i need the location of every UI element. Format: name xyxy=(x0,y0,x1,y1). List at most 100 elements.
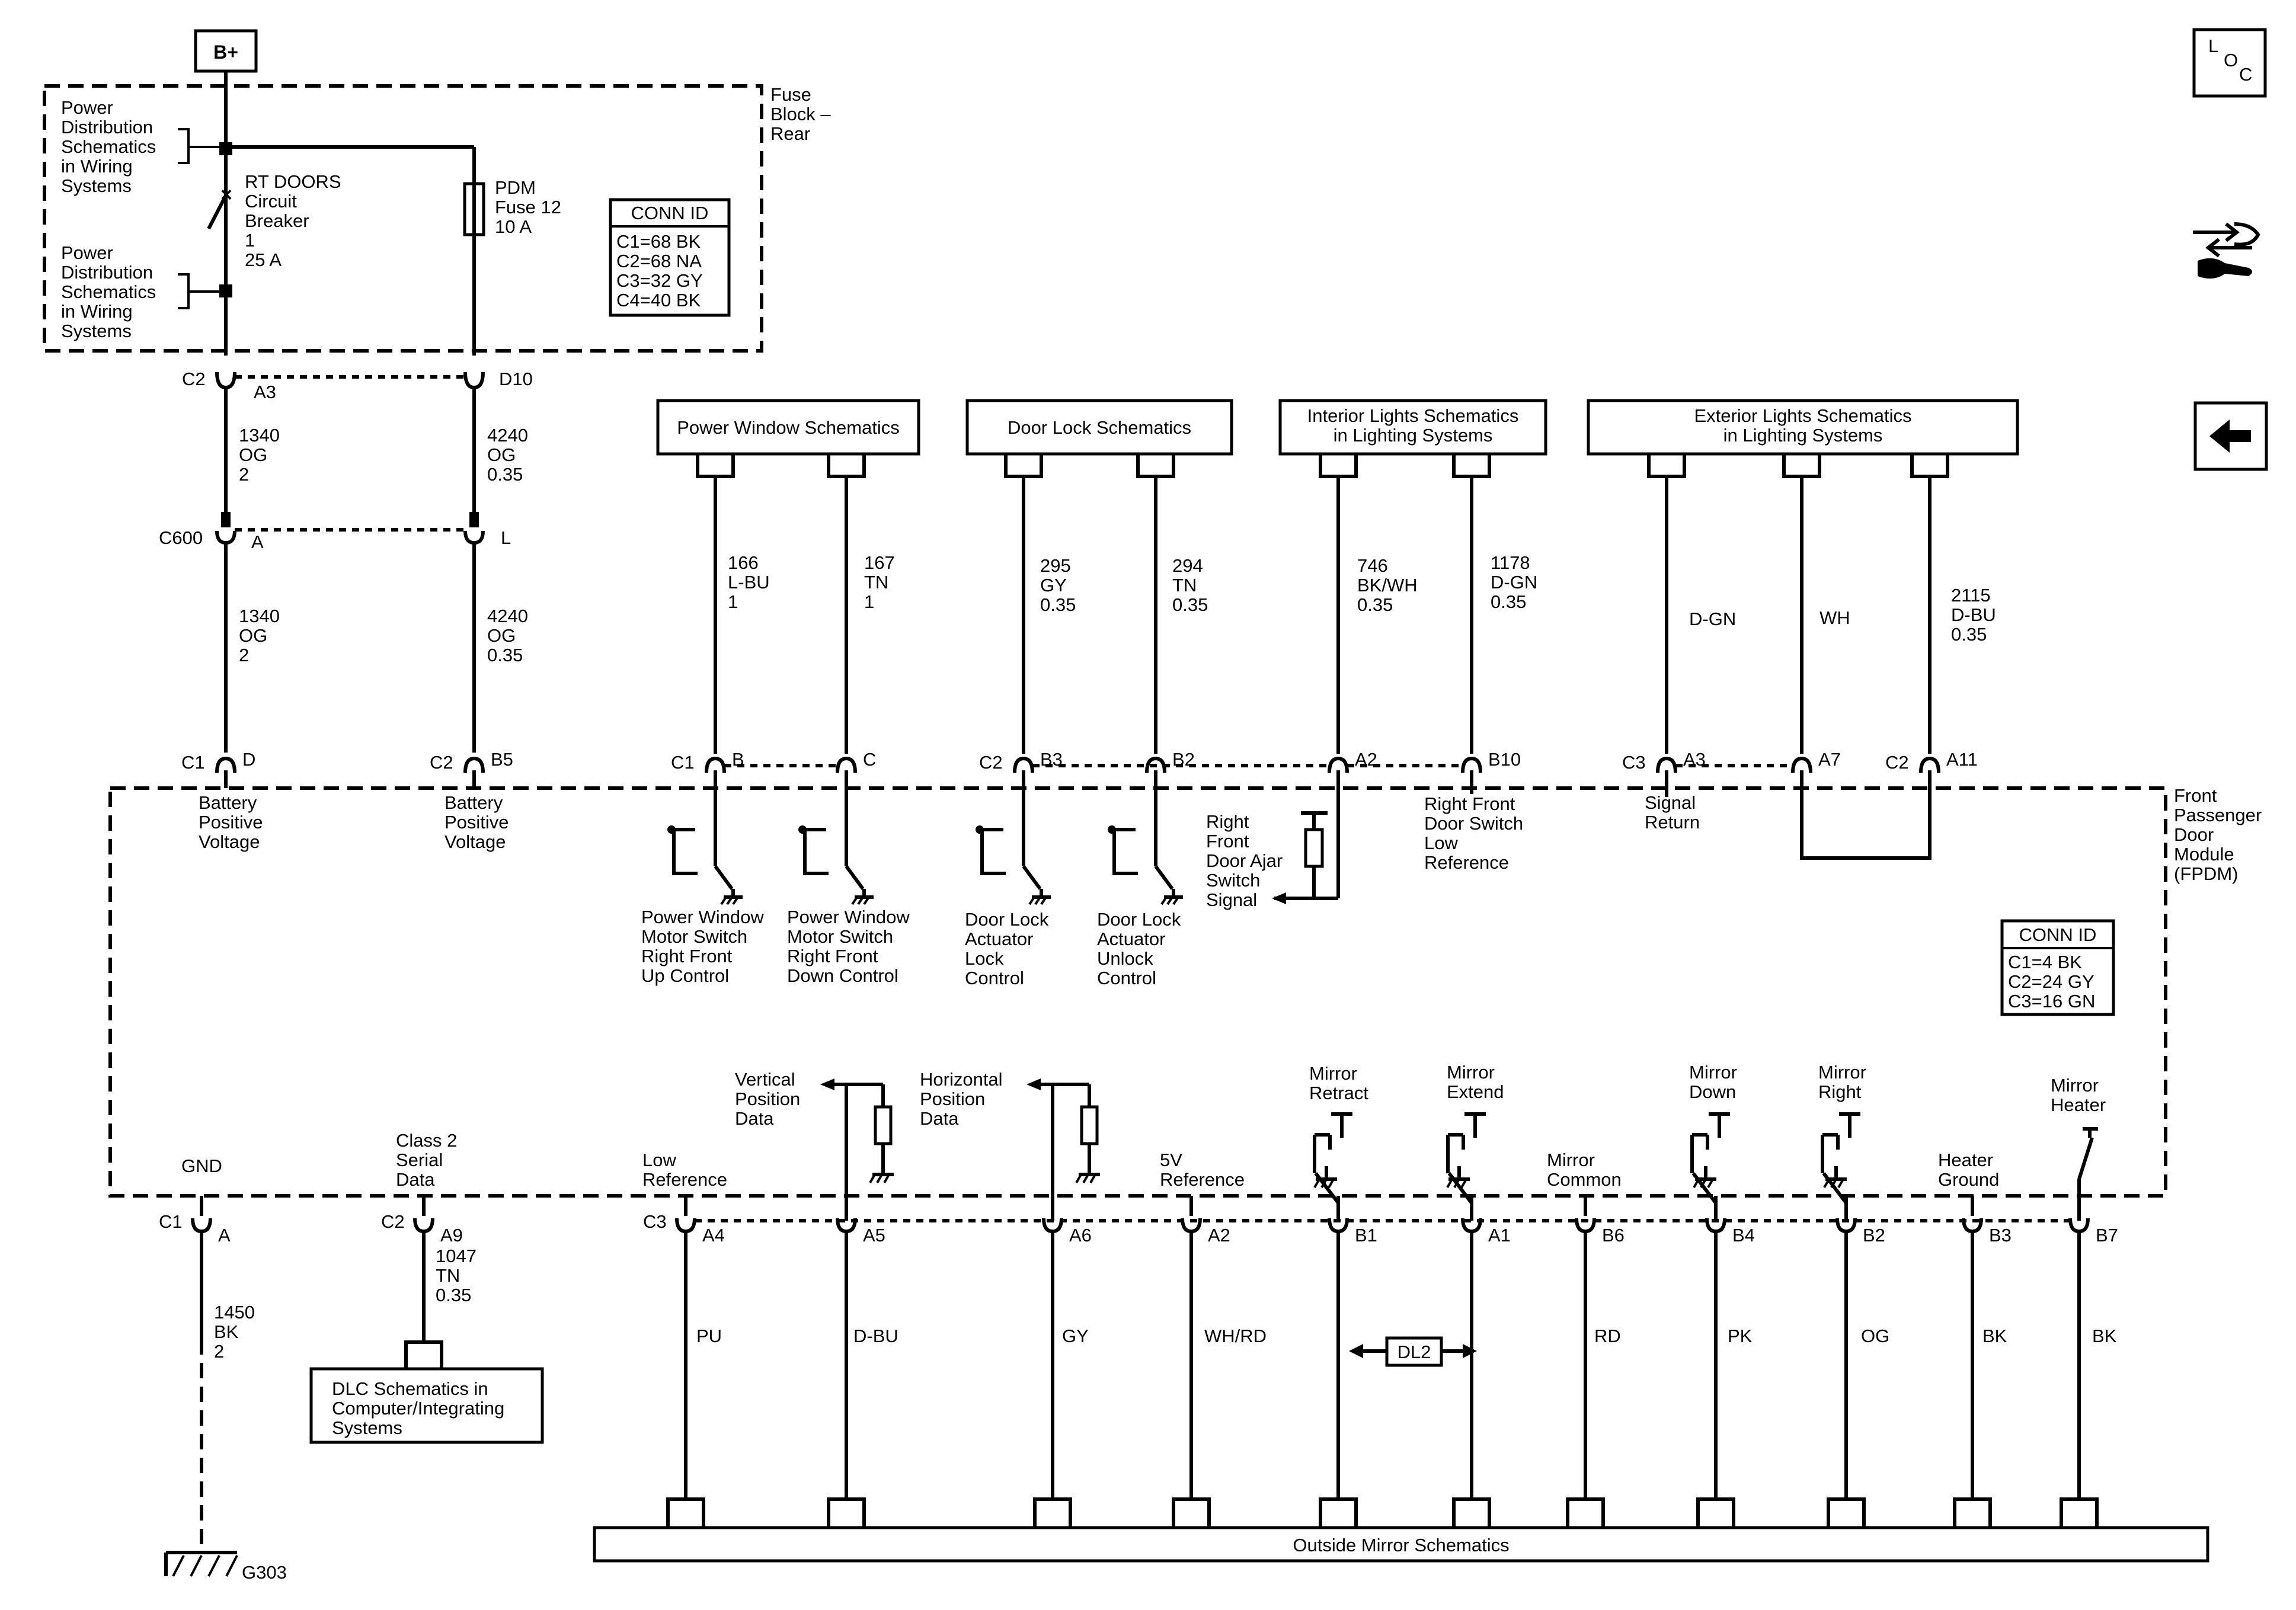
mirror-switches xyxy=(1313,1112,2098,1221)
internal-switches xyxy=(667,825,1183,905)
heater-ground-label: Heater Ground xyxy=(1938,1150,1999,1190)
pin-conn-label: C2 xyxy=(1885,752,1909,773)
pd-bracket-upper xyxy=(178,128,226,164)
pin-socket xyxy=(191,1218,212,1234)
top-left-pin: A3 xyxy=(254,382,276,402)
fuse-block-conn-id-table: CONN ID C1=68 BK C2=68 NA C3=32 GY C4=40… xyxy=(609,198,731,317)
bottom-wire-label: D-BU xyxy=(853,1326,898,1346)
svg-text:in Lighting Systems: in Lighting Systems xyxy=(1334,425,1493,446)
svg-text:Power Window Schematics: Power Window Schematics xyxy=(677,417,900,438)
pin-label: B4 xyxy=(1732,1225,1755,1246)
svg-text:DL2: DL2 xyxy=(1398,1342,1431,1362)
loc-icon[interactable]: L O C xyxy=(2192,28,2267,98)
pin-label: A5 xyxy=(863,1225,885,1246)
svg-text:O: O xyxy=(2224,50,2238,71)
bottom-wire-label: OG xyxy=(1861,1326,1889,1346)
pin-label: A xyxy=(218,1225,231,1246)
connector-views-icon[interactable] xyxy=(2193,222,2260,279)
power-window-ref-box[interactable]: Power Window Schematics xyxy=(656,399,920,456)
pin-conn-label: C2 xyxy=(381,1211,405,1232)
svg-text:C1=4 BK C2=24 GY C: C1=4 BK C2=24 GY C3=16 GN xyxy=(2008,952,2099,1012)
pin-socket xyxy=(836,756,857,773)
bottom-wire-label: PU xyxy=(696,1326,722,1346)
outside-mirror-ref-box[interactable]: Outside Mirror Schematics xyxy=(593,1526,2209,1563)
feed-wire-left-upper: 1340 OG 2 xyxy=(239,425,285,485)
top-wire-label: D-GN xyxy=(1689,609,1736,629)
mirror-common-label: Mirror Common xyxy=(1547,1150,1622,1190)
ground-symbol-g303 xyxy=(164,1551,238,1577)
back-arrow-icon[interactable] xyxy=(2193,401,2268,471)
svg-text:CONN ID: CONN ID xyxy=(2019,924,2097,945)
pin-conn-label: C1 xyxy=(159,1211,183,1232)
svg-text:in Lighting Systems: in Lighting Systems xyxy=(1723,425,1883,446)
door-switch-low-label: Right Front Door Switch Low Reference xyxy=(1424,793,1528,873)
mirror-retract-label: Mirror Retract xyxy=(1309,1063,1368,1103)
pin-label: A9 xyxy=(440,1225,463,1246)
fpdm-module-name: Front Passenger Door Module (FPDM) xyxy=(2174,785,2267,884)
pin-label: B7 xyxy=(2096,1225,2118,1246)
ground-point-label: G303 xyxy=(242,1562,287,1583)
bottom-wire-label: BK xyxy=(2092,1326,2117,1346)
gnd-label: GND xyxy=(181,1156,222,1176)
c600-label: C600 xyxy=(159,527,203,548)
door-lock-ref-box[interactable]: Door Lock Schematics xyxy=(965,399,1233,456)
horizontal-position-label: Horizontal Position Data xyxy=(920,1069,1008,1129)
pin-socket xyxy=(1791,756,1812,773)
pin-label: A7 xyxy=(1818,749,1841,770)
pin-label: B5 xyxy=(491,749,513,770)
vertical-position-circuit xyxy=(820,1078,894,1221)
pd-bracket-lower xyxy=(178,273,226,309)
breaker-label: RT DOORS Circuit Breaker 1 25 A xyxy=(245,171,346,270)
pin-label: A11 xyxy=(1946,749,1978,770)
pin-conn-label: C2 xyxy=(979,752,1003,773)
fuse-label: PDM Fuse 12 10 A xyxy=(495,177,567,237)
svg-text:×: × xyxy=(220,184,232,206)
pin-label: B3 xyxy=(1989,1225,2012,1246)
pd-ref-upper: Power Distribution Schematics in Wiring … xyxy=(61,97,161,196)
vertical-position-label: Vertical Position Data xyxy=(735,1069,805,1129)
pin-conn-label: C2 xyxy=(430,752,453,773)
svg-text:L: L xyxy=(2208,36,2218,56)
svg-text:C: C xyxy=(2239,64,2252,85)
exterior-lights-ref-box[interactable]: Exterior Lights Schematics in Lighting S… xyxy=(1587,399,2019,456)
battery-plus-label: B+ xyxy=(213,41,238,63)
interior-lights-ref-box[interactable]: Interior Lights Schematics in Lighting S… xyxy=(1278,399,1547,456)
c600-left-pin: A xyxy=(251,532,264,552)
pin-socket xyxy=(675,1218,696,1234)
feed-wire-right-lower: 4240 OG 0.35 xyxy=(487,606,533,665)
dlc-ref-box[interactable]: DLC Schematics in Computer/Integrating S… xyxy=(309,1367,544,1444)
pin-socket xyxy=(1328,756,1349,773)
pin-conn-label: C1 xyxy=(181,752,205,773)
mirror-down-label: Mirror Down xyxy=(1689,1062,1742,1102)
pin-label: A6 xyxy=(1069,1225,1092,1246)
five-v-ref-label: 5V Reference xyxy=(1160,1150,1245,1190)
pw-down-label: Power Window Motor Switch Right Front Do… xyxy=(787,907,914,986)
svg-text:Outside Mirror Schematics: Outside Mirror Schematics xyxy=(1293,1535,1509,1555)
c600-right-pin: L xyxy=(501,527,511,548)
top-signal-wires xyxy=(714,476,1932,754)
bottom-wire-label: GY xyxy=(1062,1326,1089,1346)
svg-text:Exterior Lights Schematics: Exterior Lights Schematics xyxy=(1694,405,1912,426)
door-ajar-label: Right Front Door Ajar Switch Signal xyxy=(1206,811,1288,910)
door-ajar-circuit xyxy=(1272,788,1340,904)
bottom-wire-label: BK xyxy=(1982,1326,2007,1346)
pin-label: B1 xyxy=(1355,1225,1377,1246)
pin-conn-label: C1 xyxy=(671,752,695,773)
top-right-pin: D10 xyxy=(499,369,533,389)
ground-wire-label: 1450 BK 2 xyxy=(214,1302,260,1362)
pin-socket xyxy=(1656,756,1677,773)
pin-conn-label: C3 xyxy=(643,1211,667,1232)
top-left-conn: C2 xyxy=(182,369,206,389)
svg-text:C1=68 BK C2=68 NA: C1=68 BK C2=68 NA C3=32 GY C4=40 BK xyxy=(616,231,708,311)
svg-text:Door Lock Schematics: Door Lock Schematics xyxy=(1008,417,1191,438)
fpdm-conn-id-table: CONN ID C1=4 BK C2=24 GY C3=16 GN xyxy=(2000,919,2115,1016)
pin-conn-label: C3 xyxy=(1622,752,1646,773)
svg-text:DLC Schematics in Comput: DLC Schematics in Computer/Integrating S… xyxy=(332,1378,510,1438)
battery-voltage-label-1: Battery Positive Voltage xyxy=(199,792,268,852)
